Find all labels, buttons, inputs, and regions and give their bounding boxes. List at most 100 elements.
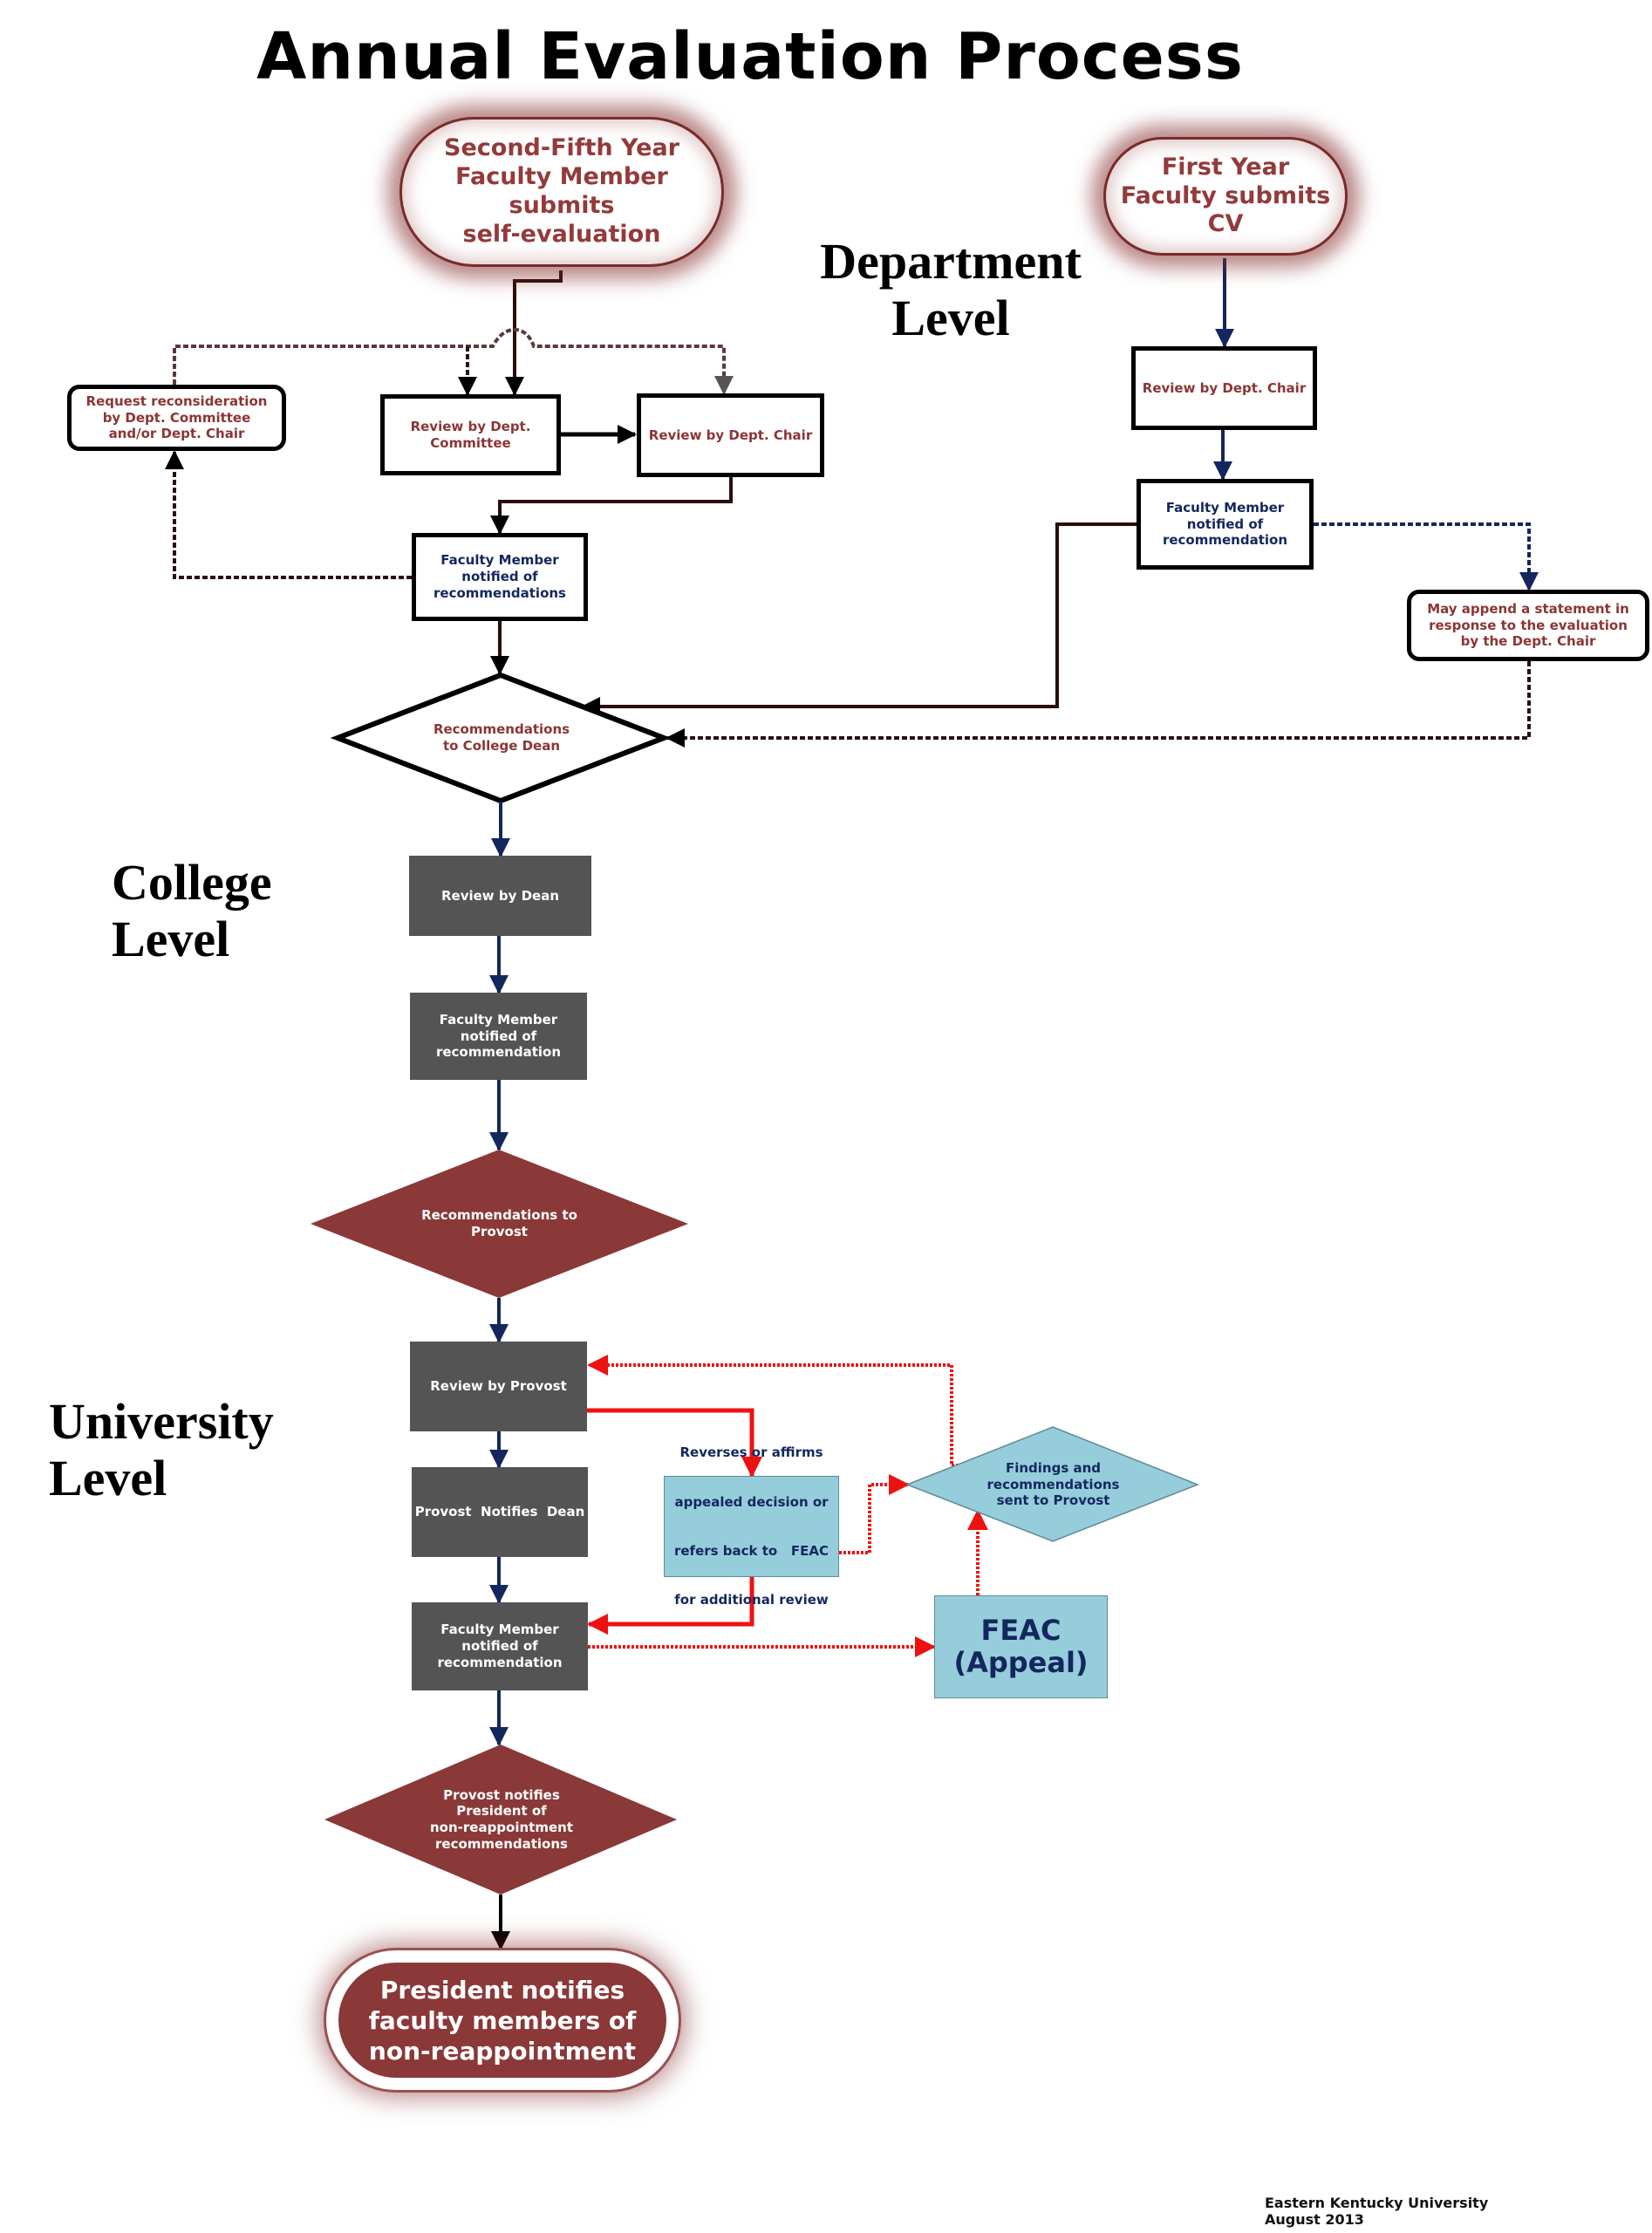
node-text-line: recommendation bbox=[437, 1654, 563, 1670]
node-text-line: Recommendations bbox=[433, 721, 570, 738]
node-text-line: notified of bbox=[461, 1638, 538, 1655]
connector-notified-right-to-diamond bbox=[581, 522, 1137, 716]
node-text-line: Reverses or affirms bbox=[679, 1444, 823, 1461]
node-text-line: Second-Fifth Year bbox=[444, 134, 679, 162]
provost-notifies-dean-box: Provost Notifies Dean bbox=[412, 1467, 588, 1557]
connector-reconsideration-bus bbox=[173, 327, 734, 395]
node-text: Review by Provost bbox=[430, 1378, 567, 1395]
node-text-line: Findings and bbox=[1005, 1459, 1102, 1476]
start-second-fifth-year: Second-Fifth Year Faculty Member submits… bbox=[399, 117, 724, 267]
connector-reverses-to-findings bbox=[839, 1474, 910, 1554]
node-text-line: for additional review bbox=[674, 1592, 829, 1608]
node-text-line: notified of bbox=[460, 1028, 537, 1044]
start-first-year: First Year Faculty submits CV bbox=[1103, 137, 1348, 256]
department-level-label: Department Level bbox=[811, 233, 1090, 347]
request-reconsideration-box: Request reconsideration by Dept. Committ… bbox=[67, 385, 286, 451]
reverses-or-affirms-box: Reverses or affirms appealed decision or… bbox=[664, 1444, 839, 1608]
connector-notified-to-request bbox=[165, 450, 412, 579]
node-text-line: Provost notifies bbox=[443, 1786, 560, 1803]
footer-credit: Eastern Kentucky University August 2013 bbox=[1265, 2195, 1488, 2228]
node-text-line: CV bbox=[1207, 210, 1244, 238]
node-text-line: Provost bbox=[471, 1224, 528, 1239]
node-text-line: Faculty Member bbox=[440, 1622, 559, 1638]
college-level-label: College Level bbox=[112, 854, 272, 968]
node-text-line: Faculty Member bbox=[439, 1011, 558, 1028]
node-text-line: sent to Provost bbox=[996, 1492, 1110, 1509]
node-text-line: notified of bbox=[461, 569, 538, 585]
review-dept-committee-box: Review by Dept. Committee bbox=[380, 394, 561, 475]
review-dept-chair-first-year-box: Review by Dept. Chair bbox=[1131, 346, 1317, 430]
findings-diamond bbox=[905, 1426, 1200, 1542]
node-text-line: to College Dean bbox=[442, 738, 561, 754]
node-text-line: refers back to FEAC bbox=[673, 1542, 829, 1559]
review-dept-chair-box: Review by Dept. Chair bbox=[637, 393, 824, 477]
node-text-line: recommendations bbox=[433, 584, 566, 601]
level-label-line: Level bbox=[112, 910, 230, 967]
connector-start-to-committee bbox=[505, 270, 563, 396]
feac-appeal-box: FEAC (Appeal) bbox=[934, 1595, 1108, 1698]
node-text-line: Committee bbox=[430, 434, 511, 451]
faculty-notified-college-box: Faculty Member notified of recommendatio… bbox=[410, 993, 587, 1080]
node-text-line: recommendation bbox=[1162, 532, 1288, 549]
recommendations-to-dean-label: Recommendations to College Dean bbox=[384, 707, 619, 769]
node-text-line: May append a statement in bbox=[1427, 600, 1629, 617]
node-text: Review by Dean bbox=[440, 887, 560, 904]
node-text-line: self-evaluation bbox=[462, 220, 661, 248]
connector-notified-right-to-append bbox=[1314, 522, 1539, 591]
node-text-line: First Year bbox=[1161, 153, 1290, 181]
node-text-line: non-reappointment bbox=[429, 1820, 573, 1835]
node-text-line: President of bbox=[456, 1803, 547, 1820]
level-label-line: Department bbox=[820, 233, 1082, 290]
faculty-notified-first-year-box: Faculty Member notified of recommendatio… bbox=[1137, 479, 1314, 570]
node-text-line: (Appeal) bbox=[953, 1646, 1089, 1679]
node-text-line: Faculty submits bbox=[1120, 181, 1331, 209]
node-text: Review by Dept. Chair bbox=[648, 427, 813, 443]
node-text-line: and/or Dept. Chair bbox=[108, 426, 245, 442]
node-text-line: FEAC bbox=[980, 1614, 1062, 1648]
university-level-label: University Level bbox=[49, 1393, 274, 1507]
node-text-line: non-reappointment bbox=[368, 2036, 637, 2066]
recommendations-to-provost-diamond bbox=[311, 1150, 688, 1298]
faculty-notified-dept-box: Faculty Member notified of recommendatio… bbox=[412, 533, 588, 621]
node-text-line: Review by Dept. bbox=[410, 418, 531, 434]
node-text: Review by Dept. Chair bbox=[1142, 379, 1307, 396]
recommendations-to-dean-diamond bbox=[330, 672, 672, 804]
node-text-line: recommendation bbox=[435, 1044, 562, 1061]
provost-notifies-president-label: Provost notifies President of non-reappo… bbox=[401, 1785, 602, 1854]
faculty-notified-university-box: Faculty Member notified of recommendatio… bbox=[412, 1602, 588, 1690]
may-append-statement-box: May append a statement in response to th… bbox=[1407, 590, 1649, 661]
level-label-line: Level bbox=[891, 289, 1010, 346]
recommendations-to-provost-label: Recommendations to Provost bbox=[375, 1195, 624, 1253]
node-text-line: faculty members of bbox=[368, 2005, 637, 2035]
level-label-line: College bbox=[112, 854, 272, 911]
level-label-line: Level bbox=[49, 1449, 167, 1506]
node-text-line: notified of bbox=[1186, 516, 1264, 532]
end-president-notifies: President notifies faculty members of no… bbox=[338, 1963, 666, 2078]
node-text-line: by Dept. Committee bbox=[102, 409, 251, 426]
node-text-line: recommendations bbox=[435, 1835, 568, 1852]
connector-provost-to-reverses bbox=[587, 1408, 762, 1478]
connector-reverses-to-notified bbox=[587, 1577, 754, 1635]
node-text-line: by the Dept. Chair bbox=[1460, 633, 1596, 650]
node-text-line: appealed decision or bbox=[674, 1493, 829, 1510]
node-text-line: submits bbox=[509, 192, 615, 219]
node-text-line: Request reconsideration bbox=[85, 393, 268, 409]
footer-institution: Eastern Kentucky University bbox=[1265, 2195, 1489, 2211]
page-title: Annual Evaluation Process bbox=[256, 19, 1244, 94]
node-text-line: President notifies bbox=[379, 1975, 625, 2004]
connector-append-to-diamond bbox=[666, 661, 1531, 748]
node-text-line: Faculty Member bbox=[1165, 499, 1285, 516]
review-by-dean-box: Review by Dean bbox=[409, 856, 591, 936]
node-text-line: recommendations bbox=[986, 1476, 1120, 1492]
review-by-provost-box: Review by Provost bbox=[410, 1342, 587, 1431]
node-text: Provost Notifies Dean bbox=[414, 1504, 585, 1520]
connector-chair-to-notified bbox=[490, 477, 733, 535]
level-label-line: University bbox=[49, 1393, 274, 1450]
node-text-line: Faculty Member bbox=[455, 163, 668, 191]
node-text-line: Recommendations to bbox=[421, 1207, 577, 1224]
node-text-line: response to the evaluation bbox=[1429, 617, 1628, 633]
provost-notifies-president-diamond bbox=[324, 1745, 677, 1895]
footer-date: August 2013 bbox=[1265, 2211, 1364, 2229]
node-text-line: Faculty Member bbox=[440, 552, 559, 569]
